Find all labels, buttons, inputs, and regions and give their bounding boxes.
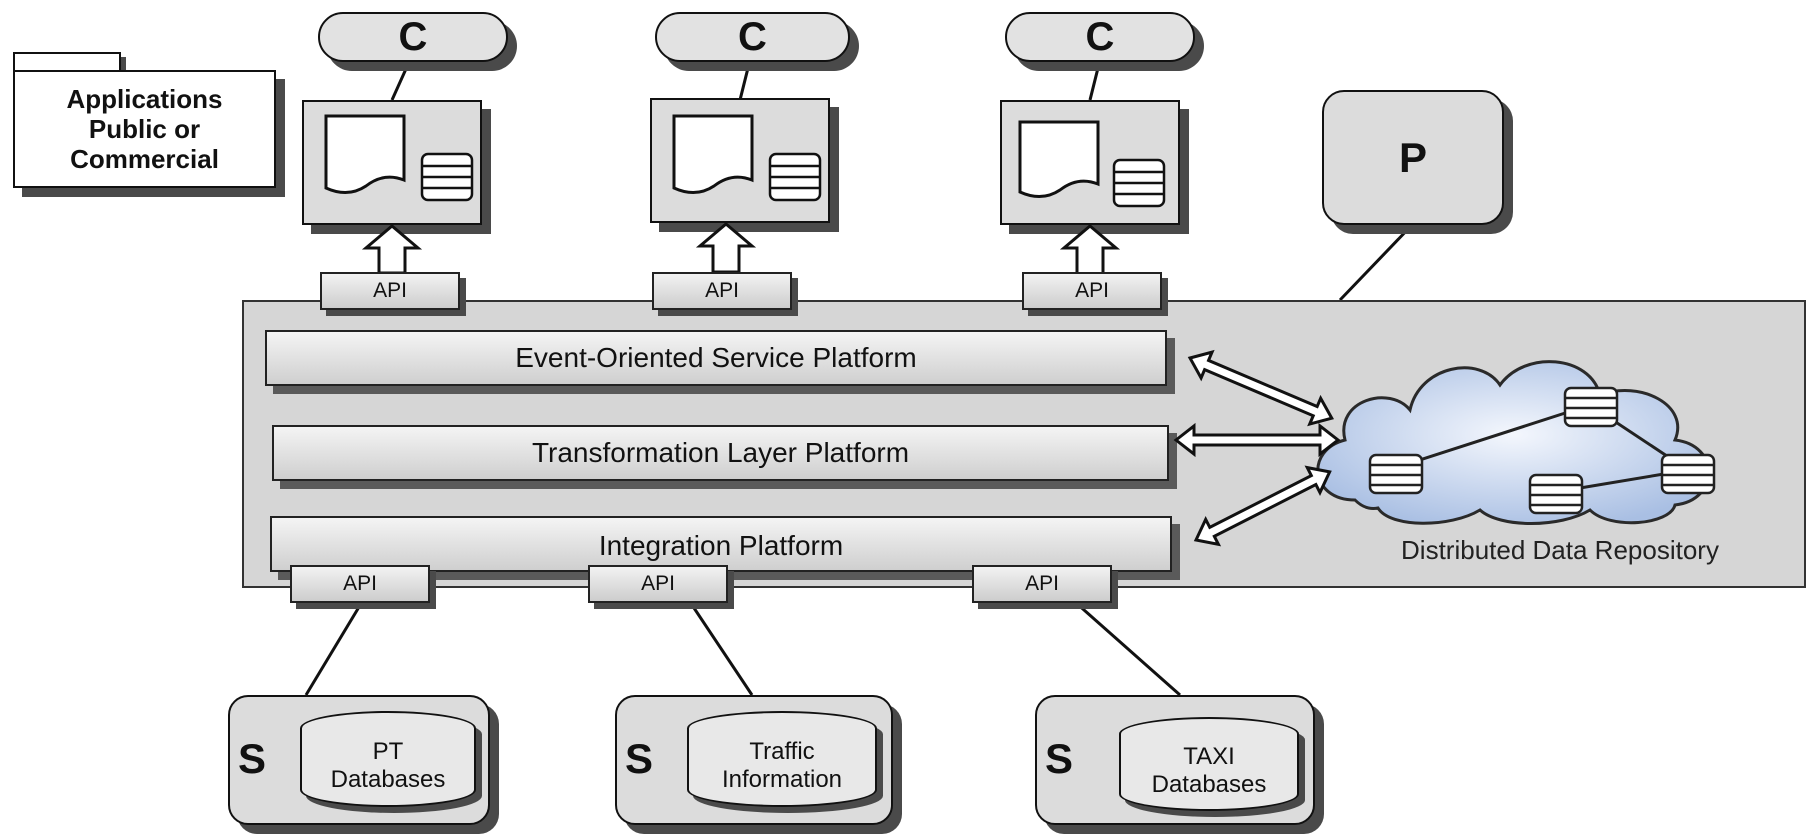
document-database-icon <box>1018 120 1166 208</box>
database-line-2: Databases <box>330 766 446 793</box>
source-node-2: S Traffic Information <box>615 695 893 825</box>
api-label: API <box>343 572 377 595</box>
source-letter: S <box>1045 735 1074 782</box>
api-label: API <box>1025 572 1059 595</box>
consumer-app-box-1 <box>302 100 482 225</box>
api-label: API <box>641 572 675 595</box>
consumer-letter: C <box>1085 14 1115 59</box>
provider-letter: P <box>1398 133 1427 181</box>
consumer-node-1: C <box>318 12 508 62</box>
traffic-information-cylinder: Traffic Information <box>687 711 877 807</box>
pt-database-cylinder: PT Databases <box>300 711 476 807</box>
legend-line-2: Public or <box>88 114 201 144</box>
source-link-line <box>688 601 754 696</box>
consumer-api-box-3: API <box>1022 272 1162 310</box>
legend-line-1: Applications <box>66 84 223 114</box>
source-api-box-3: API <box>972 565 1112 603</box>
platform-label: Transformation Layer Platform <box>531 437 910 468</box>
database-line-2: Databases <box>1151 771 1267 798</box>
consumer-letter: C <box>738 14 767 59</box>
applications-legend: Applications Public or Commercial <box>13 70 276 188</box>
api-label: API <box>373 279 407 302</box>
double-arrow-icon <box>1173 422 1341 458</box>
repository-label: Distributed Data Repository <box>1401 535 1719 565</box>
consumer-link-line <box>738 59 752 101</box>
consumer-node-2: C <box>655 12 850 62</box>
database-icon <box>1660 453 1716 495</box>
source-link-line <box>1074 600 1181 697</box>
source-letter: S <box>625 735 654 782</box>
database-line-1: TAXI <box>1183 743 1235 770</box>
event-oriented-service-platform: Event-Oriented Service Platform <box>265 330 1167 386</box>
consumer-api-box-2: API <box>652 272 792 310</box>
consumer-app-box-2 <box>650 98 830 223</box>
database-line-1: PT <box>372 738 404 765</box>
double-arrow-icons <box>1173 349 1341 547</box>
source-letter: S <box>238 735 267 782</box>
taxi-database-cylinder: TAXI Databases <box>1119 717 1299 811</box>
transformation-layer-platform: Transformation Layer Platform <box>272 425 1169 481</box>
database-icon <box>1563 386 1619 428</box>
api-label: API <box>705 279 739 302</box>
provider-link-line <box>1338 223 1414 302</box>
database-line-1: Traffic <box>749 738 815 765</box>
double-arrow-icon <box>1193 465 1332 547</box>
consumer-link-line <box>1088 59 1102 101</box>
api-label: API <box>1075 279 1109 302</box>
provider-node: P <box>1322 90 1504 225</box>
database-line-2: Information <box>721 766 843 793</box>
database-icon <box>1368 453 1424 495</box>
source-node-3: S TAXI Databases <box>1035 695 1315 825</box>
consumer-app-box-3 <box>1000 100 1180 225</box>
source-api-box-2: API <box>588 565 728 603</box>
consumer-node-3: C <box>1005 12 1195 62</box>
document-database-icon <box>672 114 822 202</box>
legend-line-3: Commercial <box>70 144 219 174</box>
consumer-link-line <box>390 59 412 101</box>
cloud-shape <box>1316 360 1711 525</box>
database-icon <box>1528 473 1584 515</box>
platform-label: Event-Oriented Service Platform <box>515 342 917 373</box>
source-link-line <box>304 601 364 696</box>
document-database-icon <box>324 114 474 202</box>
consumer-api-box-1: API <box>320 272 460 310</box>
consumer-letter: C <box>398 14 428 59</box>
double-arrow-icon <box>1187 349 1335 427</box>
source-node-1: S PT Databases <box>228 695 490 825</box>
source-api-box-1: API <box>290 565 430 603</box>
platform-label: Integration Platform <box>598 530 844 561</box>
